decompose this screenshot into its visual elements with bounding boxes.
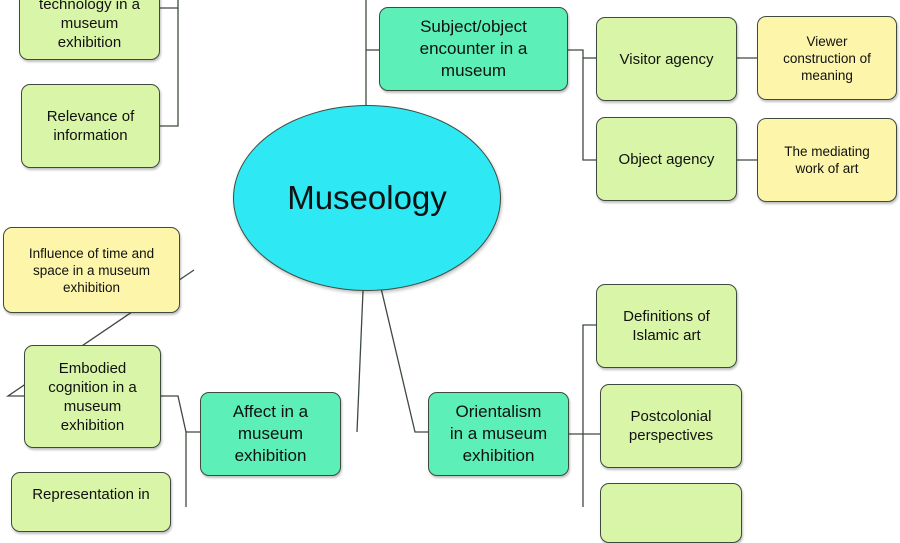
node-postcolonial-label: Postcolonial perspectives bbox=[628, 408, 714, 444]
node-relevance-information[interactable]: Relevance of information bbox=[21, 84, 160, 168]
node-object-agency-label: Object agency bbox=[618, 150, 715, 168]
node-time-space-label: Influence of time and space in a museum … bbox=[28, 245, 155, 295]
central-topic-museology[interactable]: Museology bbox=[233, 105, 501, 291]
node-embodied-cognition-label: Embodied cognition in a museum exhibitio… bbox=[48, 359, 137, 434]
node-viewer-construction-label: Viewer construction of meaning bbox=[783, 33, 871, 83]
connector-technology bbox=[160, 0, 179, 9]
node-viewer-construction[interactable]: Viewer construction of meaning bbox=[757, 16, 897, 100]
connector-embodied bbox=[161, 395, 187, 433]
node-object-agency[interactable]: Object agency bbox=[596, 117, 737, 201]
node-technology-exhibition[interactable]: technology in a museum exhibition bbox=[19, 0, 160, 60]
node-representation-label: Representation in bbox=[32, 486, 150, 503]
node-representation[interactable]: Representation in bbox=[11, 472, 171, 532]
node-mediating-work-label: The mediating work of art bbox=[784, 144, 870, 176]
node-subject-object-encounter[interactable]: Subject/object encounter in a museum bbox=[379, 7, 568, 91]
node-affect-label: Affect in a museum exhibition bbox=[232, 402, 309, 465]
node-islamic-art-definitions[interactable]: Definitions of Islamic art bbox=[596, 284, 737, 368]
node-postcolonial-perspectives[interactable]: Postcolonial perspectives bbox=[600, 384, 742, 468]
node-time-space[interactable]: Influence of time and space in a museum … bbox=[3, 227, 180, 313]
central-topic-label: Museology bbox=[287, 179, 447, 216]
node-embodied-cognition[interactable]: Embodied cognition in a museum exhibitio… bbox=[24, 345, 161, 448]
connector-affect bbox=[185, 431, 201, 507]
connector-center-affect bbox=[356, 290, 364, 433]
node-visitor-agency-label: Visitor agency bbox=[619, 50, 714, 68]
connector-center-orientalism bbox=[380, 287, 430, 433]
node-visitor-agency[interactable]: Visitor agency bbox=[596, 17, 737, 101]
connector-relevance bbox=[160, 8, 179, 127]
node-bottom-right-partial[interactable] bbox=[600, 483, 742, 543]
node-orientalism-exhibition[interactable]: Orientalism in a museum exhibition bbox=[428, 392, 569, 476]
node-subject-object-label: Subject/object encounter in a museum bbox=[419, 17, 528, 80]
node-mediating-work[interactable]: The mediating work of art bbox=[757, 118, 897, 202]
node-islamic-art-label: Definitions of Islamic art bbox=[623, 308, 710, 344]
node-orientalism-label: Orientalism in a museum exhibition bbox=[449, 402, 548, 465]
node-technology-label: technology in a museum exhibition bbox=[39, 0, 140, 51]
node-affect-exhibition[interactable]: Affect in a museum exhibition bbox=[200, 392, 341, 476]
node-relevance-label: Relevance of information bbox=[46, 108, 135, 144]
connector-orientalism-bracket bbox=[569, 324, 597, 435]
connector-subject-visitor bbox=[568, 49, 597, 161]
